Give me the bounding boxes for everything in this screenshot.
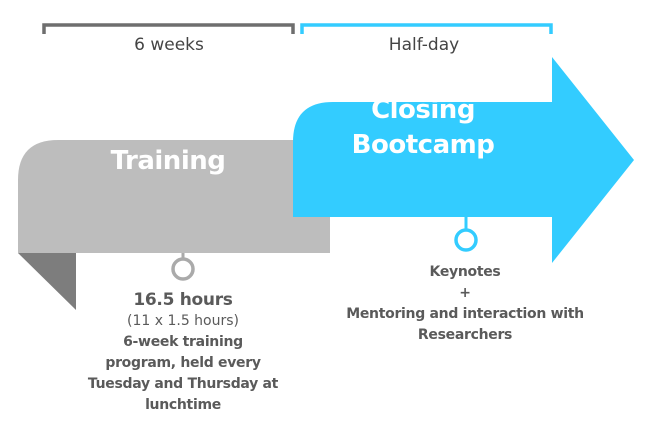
training-fold-left (18, 253, 76, 310)
bootcamp-detail-plus: + (459, 285, 471, 301)
bootcamp-title-line2: Bootcamp (351, 130, 495, 160)
bootcamp-detail-mentoring: Mentoring and interaction with (346, 306, 584, 322)
training-detail-line: Tuesday and Thursday at (87, 376, 279, 392)
bootcamp-details: Keynotes + Mentoring and interaction wit… (346, 262, 584, 346)
training-title: Training (110, 146, 226, 176)
training-hours: 16.5 hours (133, 290, 233, 310)
bootcamp-title-line1: Closing (371, 95, 475, 125)
training-band (18, 140, 330, 253)
training-details: 16.5 hours (11 x 1.5 hours) 6-week train… (88, 289, 278, 416)
training-detail-line: program, held every (105, 355, 261, 371)
bootcamp-node-icon (454, 228, 478, 252)
training-node-icon (171, 257, 195, 281)
training-duration: 6 weeks (134, 35, 204, 55)
bootcamp-detail-researchers: Researchers (417, 327, 513, 343)
bootcamp-arrow (293, 57, 634, 263)
bootcamp-duration: Half-day (388, 35, 460, 55)
training-hours-breakdown: (11 x 1.5 hours) (127, 313, 239, 329)
training-detail-line: lunchtime (145, 397, 221, 413)
bootcamp-bracket (300, 23, 553, 34)
training-bracket (42, 23, 295, 34)
bootcamp-detail-keynotes: Keynotes (429, 264, 501, 280)
training-detail-line: 6-week training (123, 334, 243, 350)
